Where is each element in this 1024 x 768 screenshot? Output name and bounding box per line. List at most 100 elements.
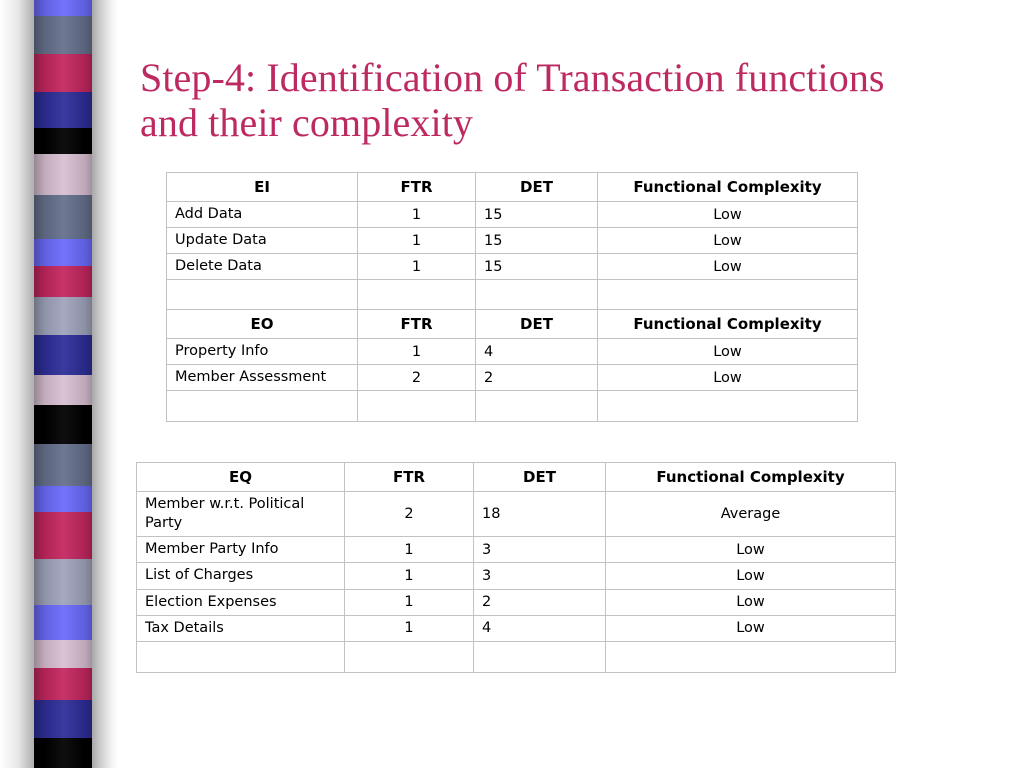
ribbon-band [34,266,96,298]
cell-det [475,279,598,312]
cell-function-name [166,390,358,423]
cell-ftr: 1 [344,562,474,590]
cell-ftr [344,640,474,673]
cell-functional-complexity: Average [605,490,896,538]
cell-ftr: 1 [357,253,476,281]
cell-ftr: 2 [344,490,474,538]
ribbon-band [34,127,96,154]
cell-function-name: Delete Data [166,253,358,281]
column-header: EI [166,172,358,202]
cell-function-name [166,279,358,312]
ribbon-band [34,91,96,128]
cell-ftr [357,390,476,423]
cell-function-name: Add Data [166,200,358,229]
cell-functional-complexity: Low [597,253,858,281]
table-empty-row [166,279,858,312]
column-header: Functional Complexity [597,309,858,339]
cell-ftr: 1 [344,614,474,642]
ribbon-band [34,375,96,405]
ribbon-band [34,238,96,267]
ribbon-band [34,667,96,701]
column-header: FTR [357,172,476,202]
cell-function-name: Update Data [166,227,358,255]
column-header: Functional Complexity [605,462,896,492]
cell-ftr [357,279,476,312]
ribbon-band [34,639,96,668]
cell-det: 2 [475,364,598,392]
ribbon-band [34,335,96,376]
cell-functional-complexity [605,640,896,673]
column-header: FTR [344,462,474,492]
cell-function-name: List of Charges [136,562,345,590]
ribbon-right-shadow [92,0,118,768]
table-empty-row [166,390,858,423]
column-header: Functional Complexity [597,172,858,202]
cell-ftr: 1 [344,536,474,564]
cell-function-name: Tax Details [136,614,345,642]
column-header: EQ [136,462,345,492]
cell-det [475,390,598,423]
ribbon-band [34,15,96,54]
column-header: DET [475,172,598,202]
cell-det: 2 [473,588,606,616]
ribbon-band [34,153,96,196]
column-header: FTR [357,309,476,339]
ribbon-left-shadow [0,0,40,768]
cell-det: 4 [475,337,598,366]
cell-det [473,640,606,673]
cell-det: 18 [473,490,606,538]
ribbon-band [34,558,96,606]
ribbon-band [34,485,96,512]
column-header: EO [166,309,358,339]
ribbon-color-bands [34,0,96,768]
cell-ftr: 1 [357,227,476,255]
cell-det: 3 [473,536,606,564]
ribbon-band [34,0,96,16]
cell-functional-complexity [597,279,858,312]
cell-functional-complexity: Low [605,562,896,590]
cell-ftr: 1 [357,337,476,366]
cell-det: 3 [473,562,606,590]
cell-det: 15 [475,200,598,229]
cell-det: 15 [475,227,598,255]
cell-functional-complexity: Low [597,364,858,392]
ribbon-band [34,444,96,486]
ribbon-band [34,605,96,640]
cell-function-name: Member Assessment [166,364,358,392]
cell-functional-complexity [597,390,858,423]
cell-functional-complexity: Low [605,614,896,642]
cell-function-name: Election Expenses [136,588,345,616]
cell-functional-complexity: Low [605,588,896,616]
cell-functional-complexity: Low [597,337,858,366]
column-header: DET [475,309,598,339]
column-header: DET [473,462,606,492]
cell-function-name: Member w.r.t. Political Party [136,490,345,538]
cell-functional-complexity: Low [605,536,896,564]
ribbon-band [34,53,96,92]
cell-ftr: 1 [344,588,474,616]
ribbon-band [34,404,96,445]
cell-function-name [136,640,345,673]
ribbon-band [34,195,96,239]
cell-function-name: Member Party Info [136,536,345,564]
ribbon-band [34,511,96,559]
